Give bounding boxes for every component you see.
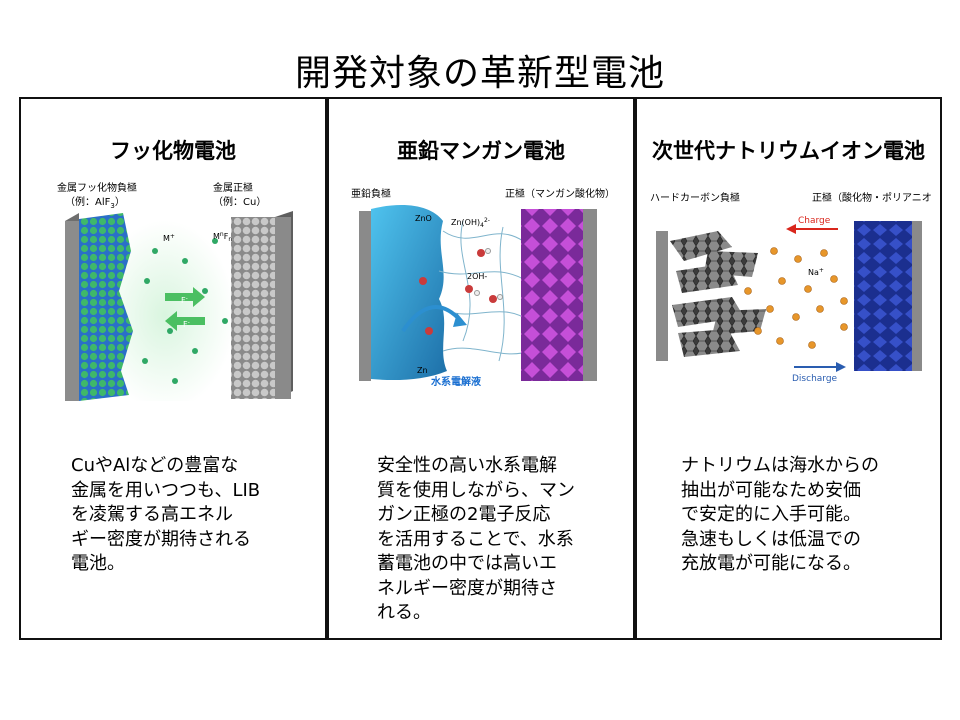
zno-label: ZnO: [415, 214, 432, 223]
cathode-example-label: （例：Cu）: [213, 195, 266, 208]
electrolyte-network: [438, 220, 530, 362]
zn-label: Zn: [417, 366, 428, 375]
zn-oh-label: Zn(OH)42-: [451, 217, 490, 229]
f-ion-label-1: F-: [181, 295, 188, 305]
sodium-ion-illustration: ハードカーボン負極 正極（酸化物・ポリアニオン） Charge: [650, 191, 931, 384]
anode-material: [79, 213, 133, 401]
panel-title: 次世代ナトリウムイオン電池: [652, 139, 925, 163]
zinc-manganese-illustration: 亜鉛負極 正極（マンガン酸化物） ZnO Zn(OH)42- 2OH- Zn 水…: [351, 187, 615, 388]
fluoride-battery-illustration: 金属フッ化物負極 （例：AlF3） 金属正極 （例：Cu） M+ MnFn F-…: [57, 181, 293, 401]
anode-collector: [359, 211, 371, 381]
cathode-material: [231, 217, 275, 399]
electrolyte-label: 水系電解液: [430, 375, 481, 388]
cathode-collector: [583, 209, 597, 381]
cathode-label: 金属正極: [213, 181, 253, 194]
zinc-anode-material: [371, 205, 447, 381]
charge-arrow: [786, 224, 796, 234]
panel-description: ナトリウムは海水からの 抽出が可能なため安価 で安定的に入手可能。 急速もしくは…: [681, 455, 879, 574]
panel-title: 亜鉛マンガン電池: [397, 139, 565, 163]
panel-title: フッ化物電池: [110, 139, 236, 163]
f-ion-right-arrow: [165, 287, 205, 307]
cathode-collector: [912, 221, 922, 371]
discharge-arrow: [836, 362, 846, 372]
panel-fluoride-battery: フッ化物電池 金属フッ化物負極 （例：AlF3） 金属正極 （例：Cu）: [19, 97, 327, 640]
mn-cathode-material: [521, 209, 583, 381]
m-ion-label: M+: [163, 233, 175, 243]
panel-description: 安全性の高い水系電解 質を使用しながら、マン ガン正極の2電子反応 を活用するこ…: [377, 455, 575, 623]
cathode-label: 正極（マンガン酸化物）: [505, 187, 615, 200]
reaction-arrow: [401, 305, 463, 333]
page-title: 開発対象の革新型電池: [294, 53, 665, 94]
cathode-material: [854, 221, 912, 371]
mf-label: MnFn: [213, 231, 232, 243]
panel-sodium-ion-battery: 次世代ナトリウムイオン電池 ハードカーボン負極 正極（酸化物・ポリアニオン）: [635, 97, 942, 640]
anode-label: 亜鉛負極: [351, 187, 391, 200]
na-ion-label: Na+: [808, 267, 824, 277]
anode-example-label: （例：AlF3）: [65, 195, 125, 210]
hard-carbon-anode: [670, 231, 766, 357]
panel-description: CuやAlなどの豊富な 金属を用いつつも、LIB を凌駕する高エネル ギー密度が…: [71, 455, 261, 574]
oh-label: 2OH-: [467, 272, 487, 281]
cathode-label: 正極（酸化物・ポリアニオン）: [812, 191, 931, 204]
discharge-label: Discharge: [792, 374, 838, 384]
panel-zinc-manganese-battery: 亜鉛マンガン電池 亜鉛負極 正極（マンガン酸化物）: [327, 97, 635, 640]
charge-label: Charge: [798, 216, 831, 226]
sodium-ions: [744, 247, 848, 349]
anode-label: ハードカーボン負極: [650, 191, 740, 204]
anode-label: 金属フッ化物負極: [57, 181, 137, 194]
anode-collector: [656, 231, 668, 361]
f-ion-left-arrow: [165, 311, 205, 331]
f-ion-label-2: F-: [183, 319, 190, 329]
